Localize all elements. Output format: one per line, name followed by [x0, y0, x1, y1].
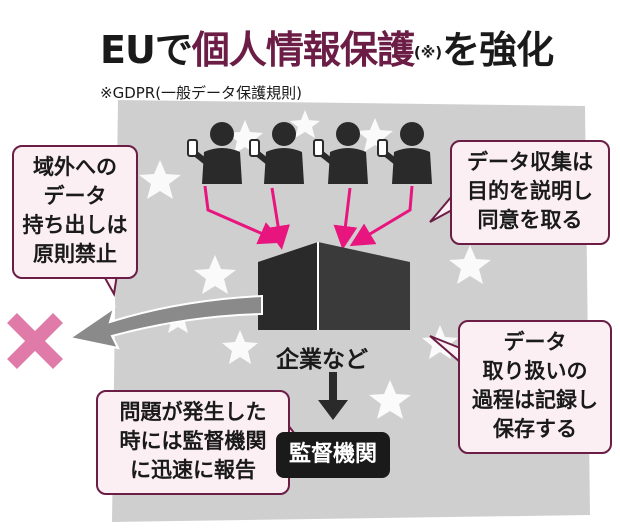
star-icon: [139, 160, 181, 199]
star-icon: [369, 380, 411, 419]
star-icon: [449, 245, 491, 284]
title-highlight: 個人情報保護: [191, 28, 415, 72]
bubble-breach-report: 問題が発生した 時には監督機関 に迅速に報告: [96, 390, 290, 495]
bubble-export-ban: 域外への データ 持ち出しは 原則禁止: [12, 145, 138, 279]
bubble-tail-right-top: [429, 195, 453, 223]
pink-arrow: [203, 185, 283, 245]
bubble-line: データ: [43, 184, 107, 208]
page-subtitle: ※GDPR(一般データ保護規則): [100, 84, 302, 102]
bubble-record-keeping: データ 取り扱いの 過程は記録し 保存する: [458, 320, 612, 454]
person-with-phone-icon: [249, 122, 304, 184]
supervisory-authority-box: 監督機関: [276, 432, 390, 478]
bubble-line: 時には監督機関: [119, 429, 267, 453]
bubble-line: データ: [503, 330, 567, 354]
bubble-line: に迅速に報告: [130, 458, 256, 482]
star-icon: [222, 330, 258, 364]
bubble-line: 問題が発生した: [119, 400, 267, 424]
star-icon: [290, 110, 320, 138]
company-label: 企業など: [276, 347, 368, 373]
report-arrow: [318, 372, 348, 420]
data-collection-arrows: [203, 185, 414, 250]
cross-icon: [7, 313, 63, 369]
building-icon: [258, 242, 410, 330]
star-icon: [194, 255, 236, 294]
bubble-line: 目的を説明し: [467, 179, 593, 203]
bubble-line: 同意を取る: [477, 208, 583, 232]
title-part2: を強化: [442, 28, 554, 72]
bubble-line: 取り扱いの: [482, 359, 588, 383]
pink-arrow: [266, 187, 290, 250]
pink-arrow: [349, 185, 414, 247]
bubble-consent: データ収集は 目的を説明し 同意を取る: [450, 140, 610, 245]
title-part1: EUで: [100, 28, 193, 72]
person-with-phone-icon: [313, 122, 368, 184]
title-note: (※): [413, 43, 443, 62]
bubble-line: 原則禁止: [33, 242, 117, 266]
bubble-line: 持ち出しは: [22, 213, 128, 237]
bubble-line: 保存する: [493, 417, 577, 441]
pink-arrow: [333, 187, 358, 250]
bubble-line: データ収集は: [467, 150, 593, 174]
bubble-line: 過程は記録し: [472, 388, 598, 412]
person-with-phone-icon: [377, 122, 432, 184]
bubble-tail-right-bottom: [429, 335, 461, 363]
bubble-line: 域外への: [33, 155, 117, 179]
outbound-data-arrow: [67, 294, 263, 350]
person-with-phone-icon: [187, 122, 242, 184]
page-title: EUで個人情報保護(※)を強化: [100, 28, 554, 75]
